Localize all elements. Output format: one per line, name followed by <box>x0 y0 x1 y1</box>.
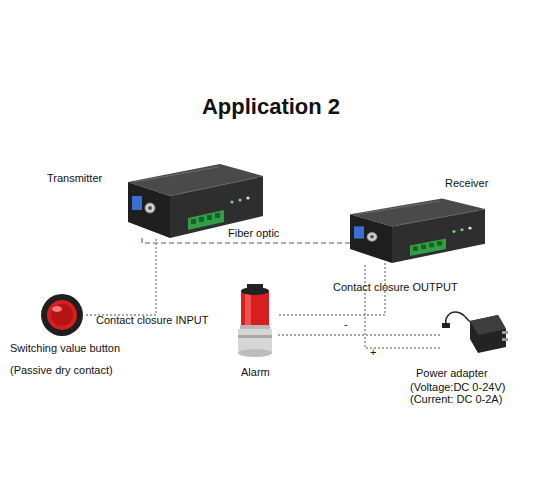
device-part <box>215 213 220 218</box>
node-label: Alarm <box>241 366 270 379</box>
positive-wire <box>365 263 440 348</box>
power-adapter-outline <box>440 305 510 355</box>
node-label: (Current: DC 0-2A) <box>410 393 502 406</box>
device-part <box>230 200 233 203</box>
device-part <box>51 304 73 326</box>
device-part <box>134 167 218 182</box>
device-part <box>240 325 270 329</box>
device-part <box>128 182 170 238</box>
device-part <box>437 241 442 245</box>
wire-label: + <box>370 346 376 359</box>
input-wire <box>86 238 156 315</box>
push-button: Switching value button(Passive dry conta… <box>38 292 86 338</box>
alarm-beacon-outline <box>232 283 278 361</box>
wire-label: Fiber optic <box>228 227 279 240</box>
device-part <box>191 219 196 224</box>
device-part <box>446 312 474 327</box>
device-part <box>429 243 434 247</box>
device-part <box>421 245 426 249</box>
device-part <box>413 246 418 250</box>
wire-label: - <box>344 318 348 331</box>
device-part <box>247 284 263 290</box>
device-part <box>245 291 251 327</box>
device-part <box>132 196 142 210</box>
receiver-device-outline <box>350 195 485 263</box>
transmitter-device: Transmitter <box>128 160 263 238</box>
power-adapter: Power adapter(Voltage:DC 0-24V)(Current:… <box>440 305 510 355</box>
device-part <box>468 227 471 230</box>
node-label: Transmitter <box>47 172 102 185</box>
device-part <box>238 349 272 357</box>
device-part <box>452 230 455 233</box>
device-part <box>356 201 440 214</box>
wire-label: Contact closure OUTPUT <box>333 281 458 294</box>
device-part <box>470 315 506 335</box>
device-part <box>392 209 485 263</box>
device-part <box>354 226 364 238</box>
device-part <box>238 198 241 201</box>
wire-label: Contact closure INPUT <box>96 314 208 327</box>
receiver-device: Receiver <box>350 195 485 263</box>
device-part <box>41 294 83 336</box>
node-label: Receiver <box>445 177 488 190</box>
transmitter-device-outline <box>128 160 263 238</box>
node-label: Power adapter <box>416 367 488 380</box>
device-part <box>367 232 377 241</box>
device-part <box>410 239 446 256</box>
device-part <box>460 228 463 231</box>
device-part <box>148 206 152 210</box>
device-part <box>145 203 155 213</box>
node-label: Switching value button <box>10 342 120 355</box>
negative-wire <box>278 334 440 335</box>
device-part <box>199 217 204 222</box>
diagram-title: Application 2 <box>0 94 542 120</box>
device-part <box>178 178 256 194</box>
device-part <box>400 211 478 225</box>
node-label: (Passive dry contact) <box>10 364 113 377</box>
device-part <box>502 331 508 334</box>
device-part <box>188 210 224 230</box>
device-part <box>47 300 77 330</box>
device-part <box>207 215 212 220</box>
device-part <box>52 306 62 312</box>
device-part <box>442 323 450 328</box>
device-part <box>350 214 392 263</box>
push-button-outline <box>38 292 86 338</box>
device-part <box>238 335 272 338</box>
device-part <box>502 338 508 341</box>
device-part <box>241 291 269 327</box>
alarm-beacon: Alarm <box>232 283 278 361</box>
node-label: (Voltage:DC 0-24V) <box>410 381 505 394</box>
device-part <box>470 315 506 353</box>
device-part <box>246 196 249 199</box>
device-part <box>370 235 374 238</box>
